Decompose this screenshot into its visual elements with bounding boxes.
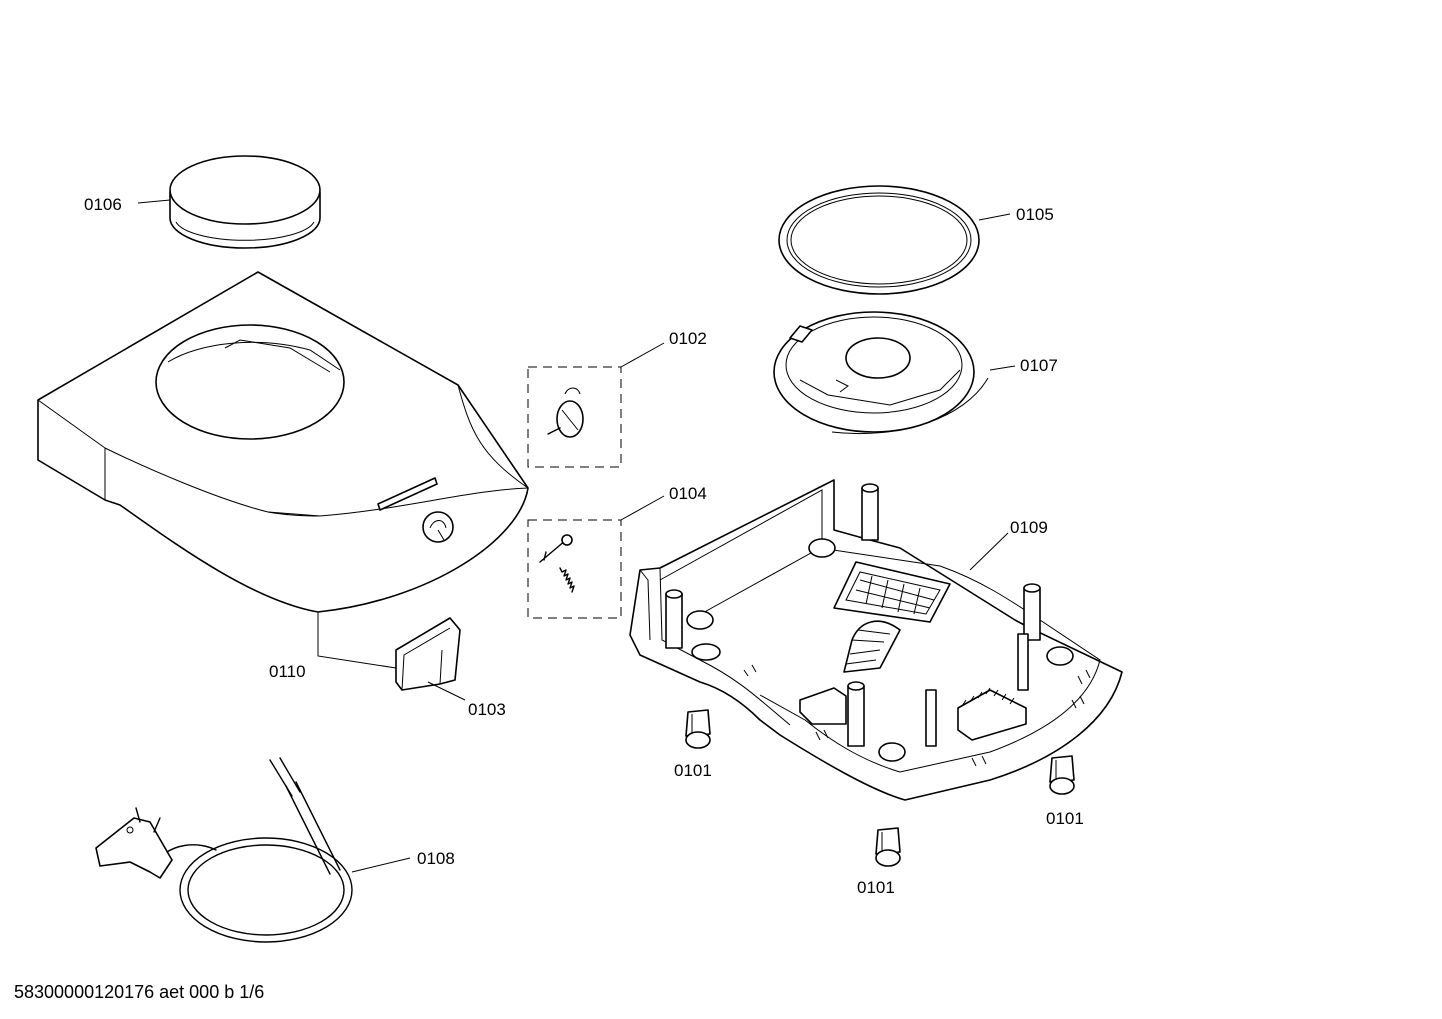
label-0110: 0110: [269, 662, 306, 681]
label-0106: 0106: [84, 195, 122, 214]
leader-0110: [317, 622, 397, 669]
label-0104: 0104: [669, 484, 707, 503]
leader-0109: [969, 532, 1009, 571]
leader-0106: [137, 199, 171, 204]
part-0106-cap: [169, 155, 321, 249]
part-0101-foot-b: [1049, 755, 1075, 795]
part-0105-ring: [778, 185, 980, 295]
part-0103-latch: [395, 617, 461, 691]
part-0110-housing: [37, 271, 529, 622]
label-0109: 0109: [1010, 518, 1048, 537]
label-0105: 0105: [1016, 205, 1054, 224]
label-0102: 0102: [669, 329, 707, 348]
document-code: 58300000120176 aet 000 b 1/6: [14, 982, 264, 1002]
part-0101-foot-c: [875, 827, 901, 867]
leader-0108: [351, 857, 411, 873]
label-0101-a: 0101: [674, 761, 712, 780]
leader-0103: [427, 681, 466, 701]
part-0107-disc-holder: [773, 311, 989, 435]
label-0107: 0107: [1020, 356, 1058, 375]
part-0108-power-cord: [95, 757, 353, 943]
leader-0104: [620, 495, 665, 521]
label-0103: 0103: [468, 700, 506, 719]
part-0101-foot-a: [685, 709, 711, 749]
part-0109-base: [629, 479, 1123, 801]
part-0102-knob-group: [527, 366, 622, 468]
label-0108: 0108: [417, 849, 455, 868]
part-0104-spring-group: [527, 519, 622, 619]
leader-0105: [978, 213, 1011, 221]
leader-0102: [620, 342, 665, 368]
label-0101-b: 0101: [1046, 809, 1084, 828]
label-0101-c: 0101: [857, 878, 895, 897]
leader-0107: [989, 365, 1016, 371]
